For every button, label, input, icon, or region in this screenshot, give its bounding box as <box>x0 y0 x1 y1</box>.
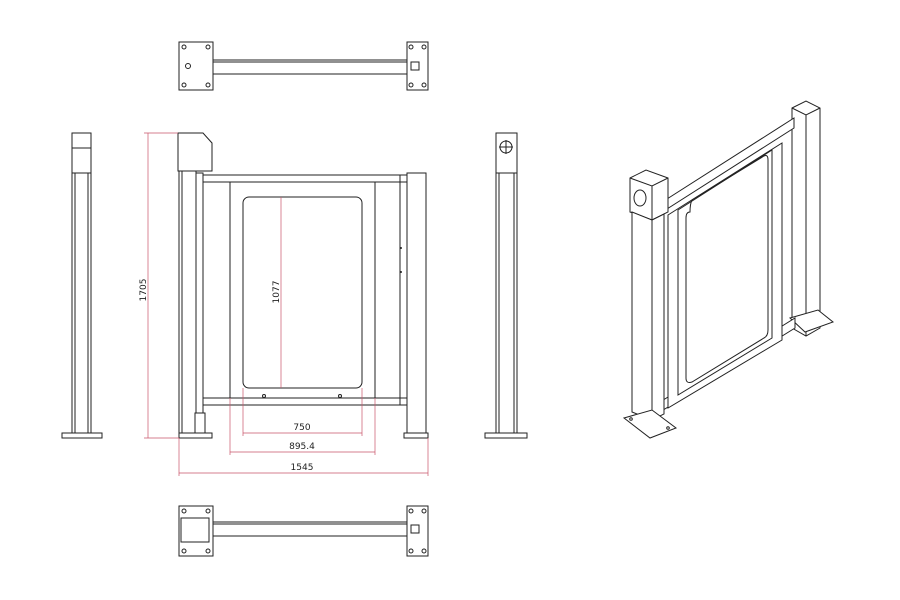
top-plan-view <box>178 41 429 91</box>
isometric-view <box>622 100 835 439</box>
dimension-overall-width: 1545 <box>291 463 314 473</box>
dimension-lines <box>144 132 429 476</box>
dimension-overall-height: 1705 <box>139 279 149 302</box>
front-elevation <box>177 132 429 439</box>
dimension-panel-width: 895.4 <box>289 442 315 452</box>
dimension-glass-height: 1077 <box>272 281 282 304</box>
bottom-plan-view <box>178 505 429 557</box>
dimension-glass-width: 750 <box>293 423 310 433</box>
left-side-view <box>61 132 103 439</box>
right-side-view <box>484 132 528 439</box>
